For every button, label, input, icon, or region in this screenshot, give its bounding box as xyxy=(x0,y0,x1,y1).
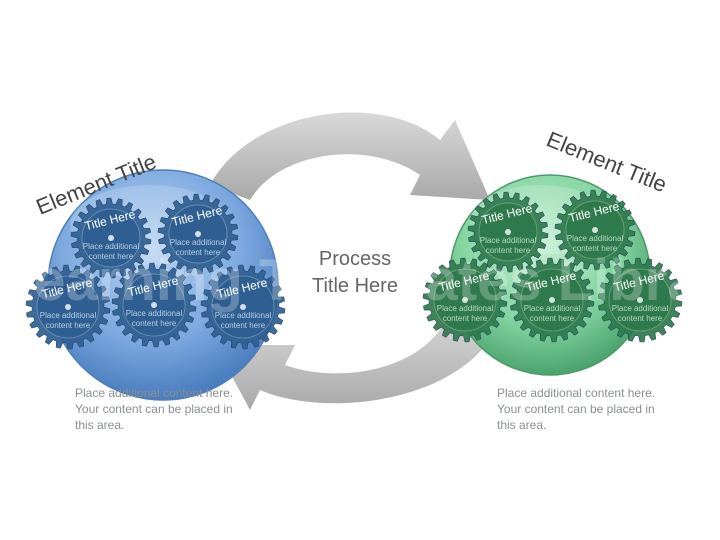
gear-center-dot xyxy=(637,297,643,303)
left-caption: Place additional content here. Your cont… xyxy=(75,386,234,432)
gear-content-line2: content here xyxy=(89,252,134,261)
gear-content-line2: content here xyxy=(46,321,91,330)
gear-center-dot xyxy=(505,229,511,235)
gear-center-dot xyxy=(195,231,201,237)
gear-content-line2: content here xyxy=(443,314,488,323)
gear-content-line1: Place additional xyxy=(126,309,183,318)
gear-center-dot xyxy=(240,304,246,310)
gear-content-line1: Place additional xyxy=(83,242,140,251)
gear-content-line1: Place additional xyxy=(524,304,581,313)
process-title-line1: Process xyxy=(319,248,391,270)
gear-content-line1: Place additional xyxy=(612,304,669,313)
right-caption: Place additional content here. Your cont… xyxy=(497,386,656,432)
top-arrow xyxy=(210,112,490,200)
watermark: eLearning Templates Library xyxy=(0,248,720,313)
gear-center-dot xyxy=(65,304,71,310)
gear-content-line2: content here xyxy=(530,314,575,323)
gear-center-dot xyxy=(462,297,468,303)
gear-content-line1: Place additional xyxy=(40,311,97,320)
gear-content-line1: Place additional xyxy=(215,311,272,320)
gear-content-line2: content here xyxy=(221,321,266,330)
gear-content-line2: content here xyxy=(132,319,177,328)
process-title-line2: Title Here xyxy=(312,275,398,297)
gear-center-dot xyxy=(151,302,157,308)
gear-center-dot xyxy=(549,297,555,303)
gear-content-line2: content here xyxy=(176,248,221,257)
gear-center-dot xyxy=(108,235,114,241)
gear-content-line2: content here xyxy=(486,246,531,255)
gear-content-line2: content here xyxy=(618,314,663,323)
bottom-arrow xyxy=(215,310,500,410)
gear-center-dot xyxy=(592,227,598,233)
gear-content-line1: Place additional xyxy=(567,234,624,243)
gear-content-line1: Place additional xyxy=(170,238,227,247)
gear-content-line1: Place additional xyxy=(480,236,537,245)
gear-content-line1: Place additional xyxy=(437,304,494,313)
cycle-arrows xyxy=(210,112,500,410)
gear-content-line2: content here xyxy=(573,244,618,253)
